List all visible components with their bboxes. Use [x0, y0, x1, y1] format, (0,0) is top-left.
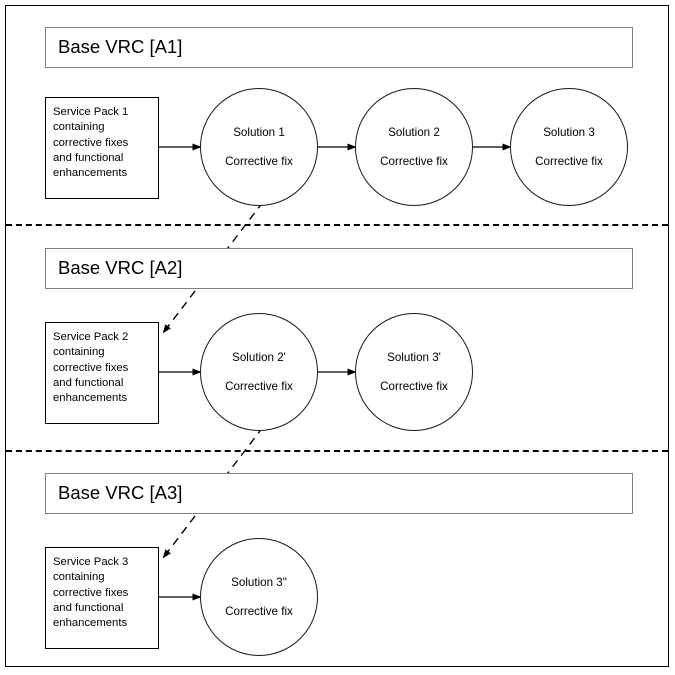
service-pack-1-box: Service Pack 1 containing corrective fix…	[45, 97, 159, 199]
node-solution-1: Solution 1 Corrective fix	[200, 88, 318, 206]
node-solution-3-subtitle: Corrective fix	[535, 154, 603, 168]
vrc-band-a2: Base VRC [A2]	[45, 248, 633, 289]
service-pack-2-box: Service Pack 2 containing corrective fix…	[45, 322, 159, 424]
service-pack-3-name: Service Pack 3	[53, 556, 129, 568]
node-solution-1-title: Solution 1	[233, 125, 285, 139]
node-solution-2-prime-subtitle: Corrective fix	[225, 379, 293, 393]
node-solution-3-double-prime-subtitle: Corrective fix	[225, 604, 293, 618]
node-solution-3-prime-subtitle: Corrective fix	[380, 379, 448, 393]
node-solution-2: Solution 2 Corrective fix	[355, 88, 473, 206]
node-solution-2-subtitle: Corrective fix	[380, 154, 448, 168]
vrc-band-label-a2: Base VRC [A2]	[58, 257, 183, 279]
vrc-band-label-a3: Base VRC [A3]	[58, 482, 183, 504]
node-solution-2-prime-title: Solution 2'	[232, 350, 286, 364]
node-solution-2-title: Solution 2	[388, 125, 440, 139]
service-pack-1-body: containing corrective fixes and function…	[53, 121, 129, 180]
service-pack-3-box: Service Pack 3 containing corrective fix…	[45, 547, 159, 649]
node-solution-3-prime: Solution 3' Corrective fix	[355, 313, 473, 431]
band-separator-2	[6, 450, 668, 452]
node-solution-3-double-prime-title: Solution 3"	[231, 575, 287, 589]
vrc-band-a3: Base VRC [A3]	[45, 473, 633, 514]
service-pack-3-body: containing corrective fixes and function…	[53, 571, 129, 630]
node-solution-3-prime-title: Solution 3'	[387, 350, 441, 364]
node-solution-1-subtitle: Corrective fix	[225, 154, 293, 168]
service-pack-2-body: containing corrective fixes and function…	[53, 346, 129, 405]
node-solution-3-title: Solution 3	[543, 125, 595, 139]
node-solution-3: Solution 3 Corrective fix	[510, 88, 628, 206]
node-solution-3-double-prime: Solution 3" Corrective fix	[200, 538, 318, 656]
service-pack-2-name: Service Pack 2	[53, 331, 129, 343]
vrc-band-label-a1: Base VRC [A1]	[58, 36, 183, 58]
vrc-band-a1: Base VRC [A1]	[45, 27, 633, 68]
band-separator-1	[6, 224, 668, 226]
diagram-outer-frame	[5, 5, 669, 667]
service-pack-1-name: Service Pack 1	[53, 106, 129, 118]
node-solution-2-prime: Solution 2' Corrective fix	[200, 313, 318, 431]
